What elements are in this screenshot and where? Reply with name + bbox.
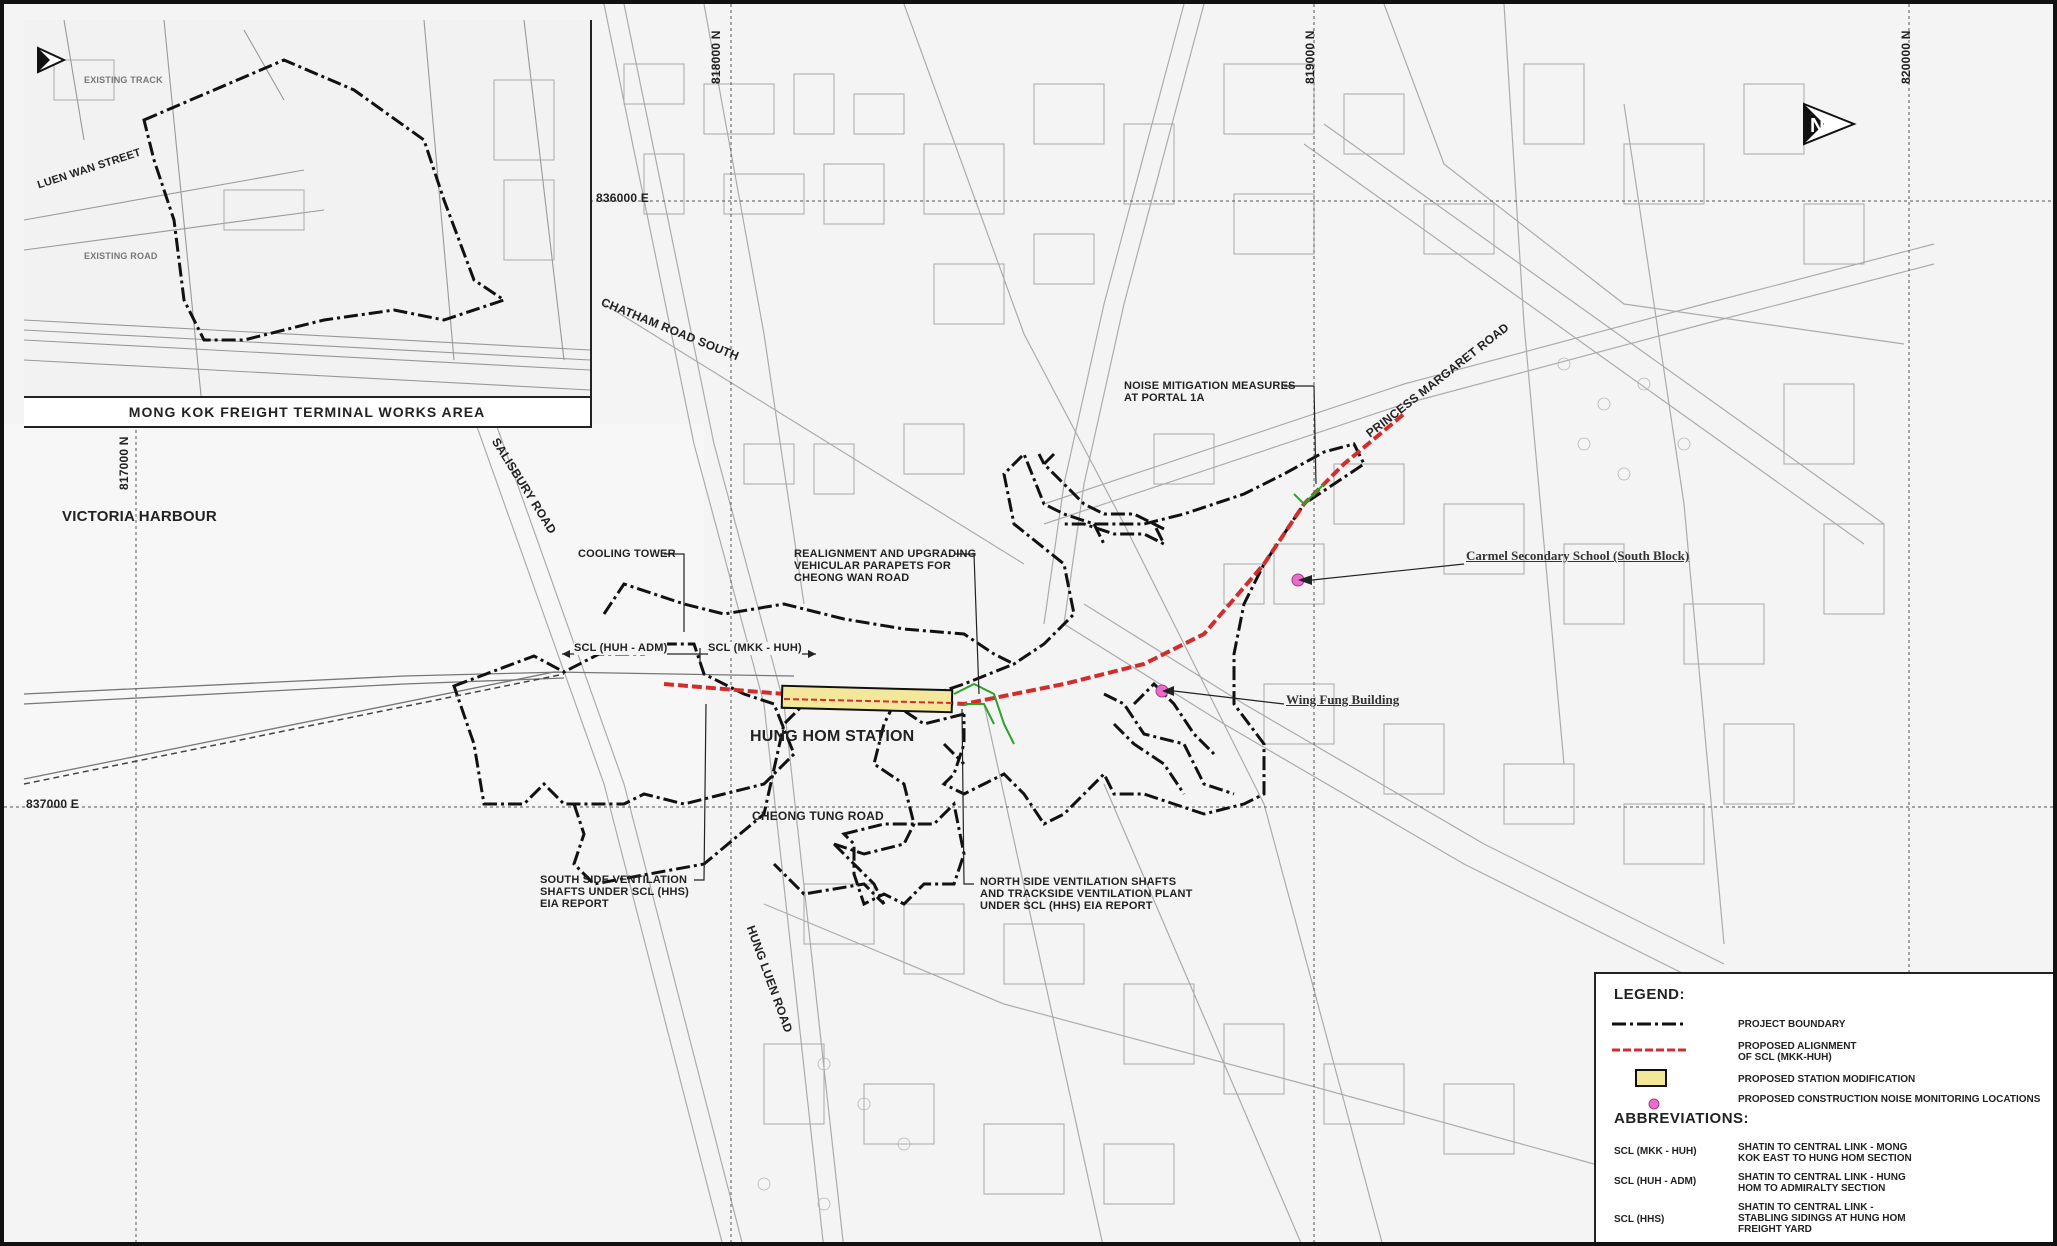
grid-label-817000n: 817000 N [117, 436, 131, 490]
abbr-code-huh-adm: SCL (HUH - ADM) [1614, 1176, 1697, 1187]
label-north-vent-1: NORTH SIDE VENTILATION SHAFTS [980, 876, 1177, 888]
inset-base-map [24, 20, 590, 426]
north-arrow-icon: N [1803, 102, 1857, 146]
label-south-vent-1: SOUTH SIDE VENTILATION [540, 874, 688, 886]
label-scl-mkk-huh: SCL (MKK - HUH) [708, 642, 802, 655]
label-realignment-1: REALIGNMENT AND UPGRADING [794, 548, 977, 560]
grid-label-836000e: 836000 E [596, 191, 649, 205]
legend-item-proposed-alignment: PROPOSED ALIGNMENT OF SCL (MKK-HUH) [1738, 1041, 1857, 1063]
label-noise-mitigation-2: AT PORTAL 1A [1124, 392, 1205, 404]
label-realignment-3: CHEONG WAN ROAD [794, 572, 910, 584]
label-carmel-secondary-school: Carmel Secondary School (South Block) [1466, 548, 1690, 563]
grid-label-837000e: 837000 E [26, 797, 79, 811]
legend-item-noise-monitoring: PROPOSED CONSTRUCTION NOISE MONITORING L… [1738, 1094, 2041, 1105]
inset-map-mong-kok: LUEN WAN STREET EXISTING TRACK EXISTING … [24, 20, 592, 428]
abbr-code-mkk-huh: SCL (MKK - HUH) [1614, 1146, 1697, 1157]
inset-north-arrow-icon [37, 46, 67, 74]
label-south-vent-2: SHAFTS UNDER SCL (HHS) [540, 886, 690, 898]
abbr-desc-mkk-huh: SHATIN TO CENTRAL LINK - MONG KOK EAST T… [1738, 1142, 1912, 1164]
svg-text:N: N [1810, 115, 1824, 137]
label-realignment-2: VEHICULAR PARAPETS FOR [794, 560, 951, 572]
grid-label-820000n: 820000 N [1899, 30, 1913, 84]
abbr-desc-hhs: SHATIN TO CENTRAL LINK - STABLING SIDING… [1738, 1202, 1906, 1235]
abbreviations-heading: ABBREVIATIONS: [1614, 1110, 1750, 1127]
legend-panel: LEGEND: PROJECT BOUNDARY PROPOSED ALIGNM… [1594, 972, 2053, 1242]
inset-label-existing-road: EXISTING ROAD [84, 251, 158, 261]
inset-label-existing-track: EXISTING TRACK [84, 75, 163, 85]
label-victoria-harbour: VICTORIA HARBOUR [62, 508, 217, 525]
label-north-vent-3: UNDER SCL (HHS) EIA REPORT [980, 900, 1153, 912]
station-modification-area [780, 684, 954, 714]
inset-title: MONG KOK FREIGHT TERMINAL WORKS AREA [24, 396, 590, 426]
legend-item-project-boundary: PROJECT BOUNDARY [1738, 1019, 1846, 1030]
label-scl-huh-adm: SCL (HUH - ADM) [574, 642, 668, 655]
legend-heading: LEGEND: [1614, 986, 1685, 1003]
grid-label-819000n: 819000 N [1303, 30, 1317, 84]
label-north-vent-2: AND TRACKSIDE VENTILATION PLANT [980, 888, 1193, 900]
label-cooling-tower: COOLING TOWER [578, 548, 676, 560]
abbr-code-hhs: SCL (HHS) [1614, 1214, 1665, 1225]
grid-label-818000n: 818000 N [709, 30, 723, 84]
abbr-desc-huh-adm: SHATIN TO CENTRAL LINK - HUNG HOM TO ADM… [1738, 1172, 1906, 1194]
label-wing-fung-building: Wing Fung Building [1286, 692, 1400, 707]
label-noise-mitigation-1: NOISE MITIGATION MEASURES [1124, 380, 1296, 392]
legend-item-station-modification: PROPOSED STATION MODIFICATION [1738, 1074, 1916, 1085]
label-south-vent-3: EIA REPORT [540, 898, 609, 910]
label-cheong-tung-road: CHEONG TUNG ROAD [752, 809, 884, 823]
label-hung-hom-station: HUNG HOM STATION [750, 728, 915, 745]
legend-symbols [1612, 1022, 1686, 1110]
